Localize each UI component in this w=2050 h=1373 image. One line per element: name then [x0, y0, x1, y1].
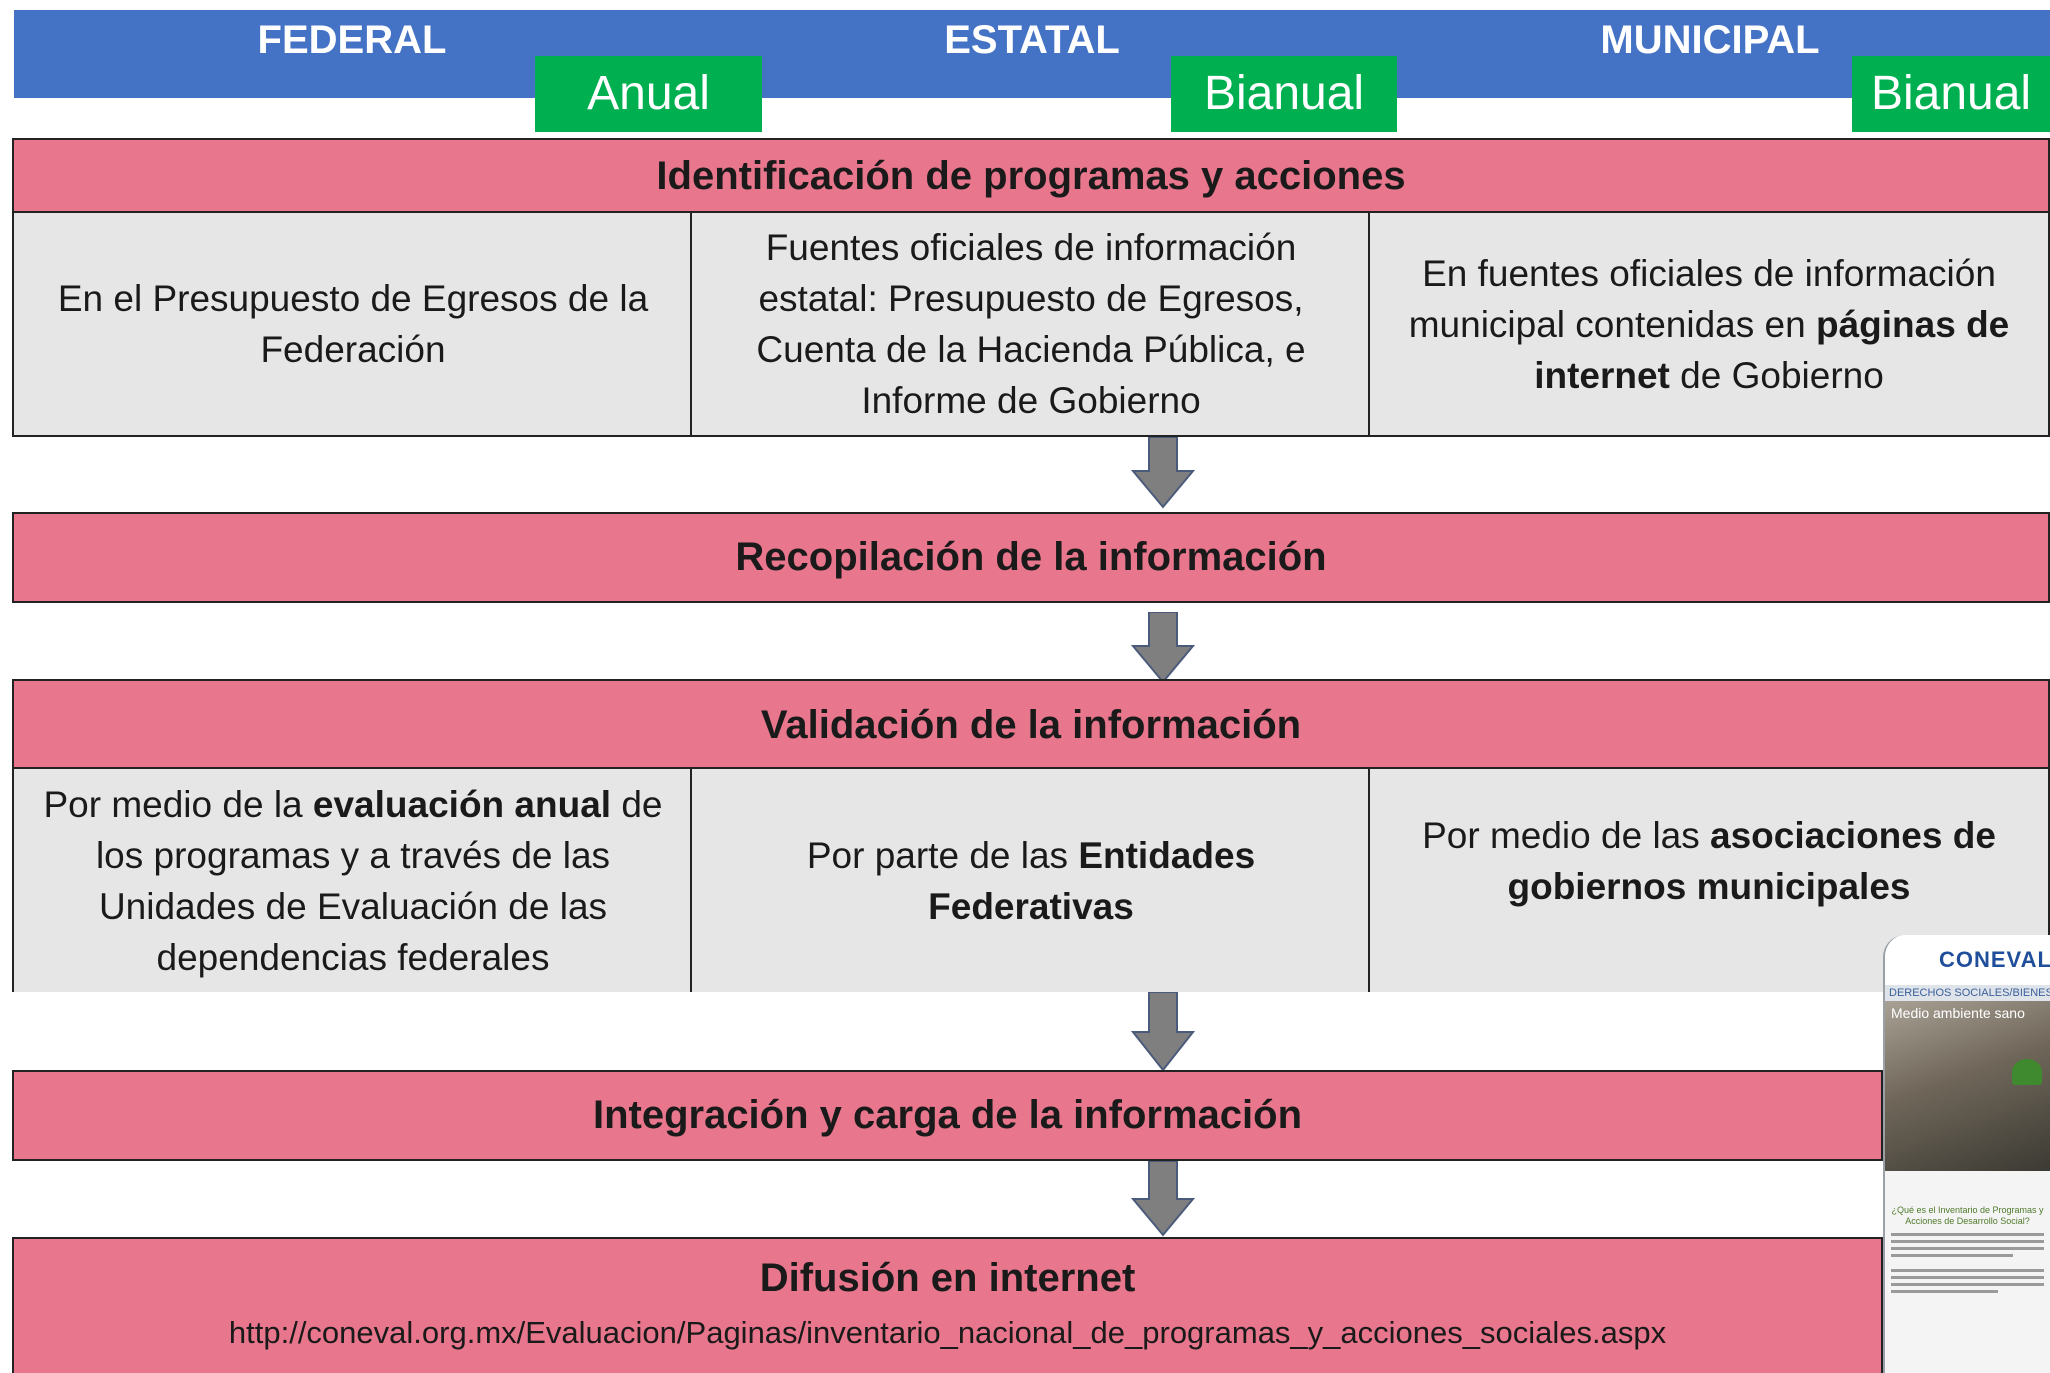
down-arrow-icon [1131, 612, 1195, 684]
down-arrow-icon [1131, 992, 1195, 1072]
frequency-badge-federal: Anual [535, 56, 762, 132]
identificacion-estatal-text: Fuentes oficiales de información estatal… [756, 227, 1306, 421]
down-arrow-icon [1131, 437, 1195, 509]
frequency-badge-estatal: Bianual [1171, 56, 1397, 132]
frequency-badge-municipal: Bianual [1852, 56, 2050, 132]
validacion-estatal-text: Por parte de las Entidades Federativas [806, 834, 1256, 927]
stage-difusion-title: Difusión en internet [759, 1255, 1136, 1300]
stage-recopilacion-title: Recopilación de la información [12, 512, 2050, 603]
identificacion-federal-text: En el Presupuesto de Egresos de la Feder… [57, 278, 649, 370]
identificacion-municipal-text: En fuentes oficiales de información muni… [1408, 252, 2010, 396]
coneval-logo: CONEVAL [1885, 935, 2050, 985]
inventario-url-link[interactable]: http://coneval.org.mx/Evaluacion/Paginas… [228, 1314, 1667, 1350]
validacion-federal-text: Por medio de la evaluación anual de los … [43, 783, 663, 978]
down-arrow-icon [1131, 1161, 1195, 1237]
level-federal-label: FEDERAL [257, 18, 447, 62]
thumbnail-nav-strip: DERECHOS SOCIALES/BIENES [1885, 985, 2050, 1001]
thumbnail-hero-image: Medio ambiente sano [1885, 1001, 2050, 1171]
thumbnail-page-body: ¿Qué es el Inventario de Programas y Acc… [1885, 1171, 2050, 1293]
coneval-page-thumbnail[interactable]: CONEVAL DERECHOS SOCIALES/BIENES Medio a… [1883, 935, 2050, 1373]
validacion-estatal-cell: Por parte de las Entidades Federativas [690, 767, 1372, 992]
validacion-municipal-text: Por medio de las asociaciones de gobiern… [1422, 814, 1996, 907]
identificacion-municipal-cell: En fuentes oficiales de información muni… [1368, 211, 2050, 437]
thumbnail-hero-title: Medio ambiente sano [1891, 1005, 2025, 1021]
stage-difusion-panel: Difusión en internet http://coneval.org.… [12, 1237, 1883, 1373]
stage-identificacion-title: Identificación de programas y acciones [12, 138, 2050, 215]
thumbnail-paragraph-lines [1891, 1233, 2044, 1293]
identificacion-estatal-cell: Fuentes oficiales de información estatal… [690, 211, 1372, 437]
identificacion-federal-cell: En el Presupuesto de Egresos de la Feder… [12, 211, 694, 437]
stage-integracion-title: Integración y carga de la información [12, 1070, 1883, 1161]
government-levels-header [14, 10, 2050, 98]
validacion-federal-cell: Por medio de la evaluación anual de los … [12, 767, 694, 992]
stage-validacion-title: Validación de la información [12, 679, 2050, 771]
level-estatal-label: ESTATAL [944, 18, 1120, 62]
thumbnail-page-heading: ¿Qué es el Inventario de Programas y Acc… [1891, 1205, 2044, 1226]
plant-icon [2012, 1059, 2042, 1085]
level-municipal-label: MUNICIPAL [1600, 18, 1820, 62]
